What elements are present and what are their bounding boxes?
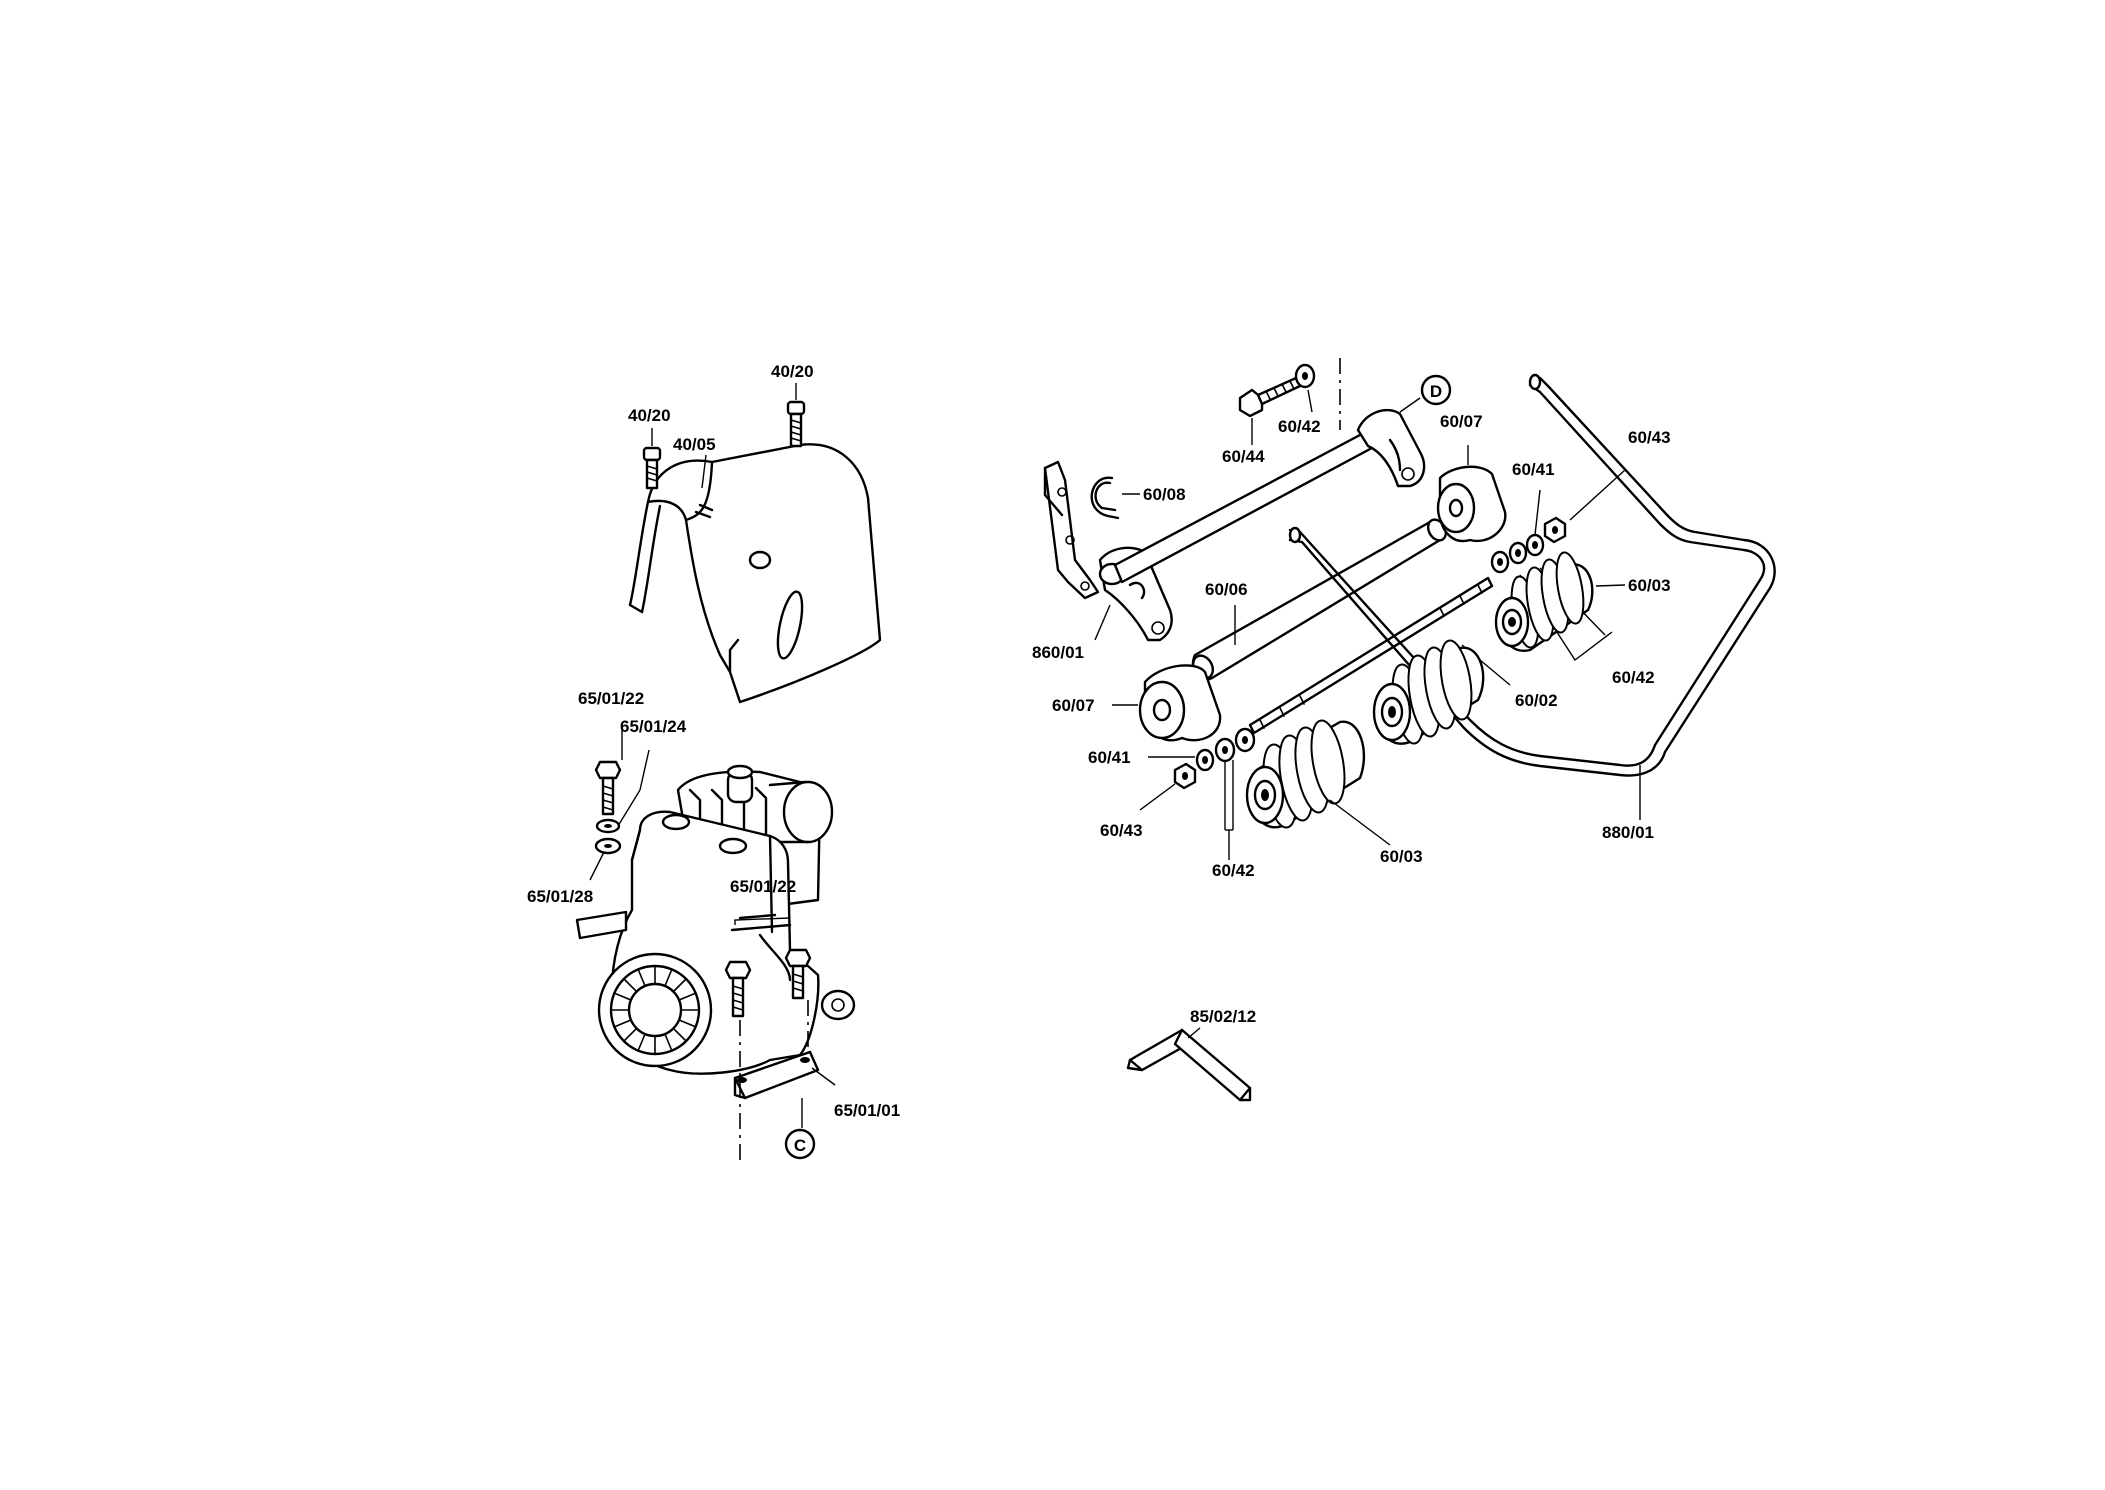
callout-60-08: 60/08 (1143, 485, 1186, 504)
callout-40-20-top: 40/20 (771, 362, 814, 381)
callout-65-01-24: 65/01/24 (620, 717, 687, 736)
callout-40-05: 40/05 (673, 435, 716, 454)
washer-right-b (1508, 541, 1528, 565)
cover-screw-left (642, 446, 662, 490)
callout-60-06: 60/06 (1205, 580, 1248, 599)
engine (575, 764, 856, 1100)
washer-left-a (1195, 748, 1215, 772)
washer-left-b (1214, 737, 1236, 763)
callout-60-41-left: 60/41 (1088, 748, 1131, 767)
hook-clip (1090, 476, 1120, 520)
callout-60-03-bottom: 60/03 (1380, 847, 1423, 866)
handle-bar (1288, 373, 1776, 777)
callout-880-01: 880/01 (1602, 823, 1654, 842)
callout-65-01-01: 65/01/01 (834, 1101, 900, 1120)
axle-tube (1191, 518, 1448, 681)
threaded-rod (1248, 576, 1494, 735)
nut-right (1543, 516, 1567, 544)
engine-bolt-top (594, 760, 622, 816)
callout-60-41-top: 60/41 (1512, 460, 1555, 479)
ribbed-roller-right (1494, 551, 1594, 652)
reference-circle-d: D (1430, 382, 1442, 401)
frame-bolt (1238, 376, 1302, 418)
callout-40-20-left: 40/20 (628, 406, 671, 425)
callout-60-42-top: 60/42 (1278, 417, 1321, 436)
callout-85-02-12: 85/02/12 (1190, 1007, 1256, 1026)
callout-60-02: 60/02 (1515, 691, 1558, 710)
callout-60-42-right: 60/42 (1612, 668, 1655, 687)
nut-left (1173, 762, 1197, 790)
callout-60-43-top: 60/43 (1628, 428, 1671, 447)
engine-cover (628, 443, 882, 704)
engine-washer-24 (595, 818, 621, 834)
roller-frame (1043, 408, 1426, 642)
engine-bolt-front-left (724, 960, 752, 1018)
washer-left-c (1234, 727, 1256, 753)
hex-key (1126, 1028, 1252, 1102)
cover-screw-top (786, 400, 806, 448)
engine-bolt-front-right (784, 948, 812, 1000)
callout-60-07-left: 60/07 (1052, 696, 1095, 715)
callout-60-42-bottom: 60/42 (1212, 861, 1255, 880)
callout-60-03-right: 60/03 (1628, 576, 1671, 595)
callout-60-44: 60/44 (1222, 447, 1265, 466)
callout-860-01: 860/01 (1032, 643, 1084, 662)
callout-65-01-28: 65/01/28 (527, 887, 593, 906)
frame-washer-top (1294, 363, 1316, 389)
callout-60-07-right: 60/07 (1440, 412, 1483, 431)
engine-washer-28 (594, 837, 622, 855)
roller-spacer-left (1138, 664, 1222, 742)
callout-65-01-22-top: 65/01/22 (578, 689, 644, 708)
callout-65-01-22-mid: 65/01/22 (730, 877, 796, 896)
roller-spacer-right (1436, 465, 1507, 543)
ribbed-roller-bottom (1245, 719, 1366, 829)
reference-circle-c: C (794, 1136, 806, 1155)
ribbed-roller-middle (1372, 639, 1485, 745)
washer-right-a (1525, 533, 1545, 557)
washer-right-c (1490, 550, 1510, 574)
callout-60-43-left: 60/43 (1100, 821, 1143, 840)
